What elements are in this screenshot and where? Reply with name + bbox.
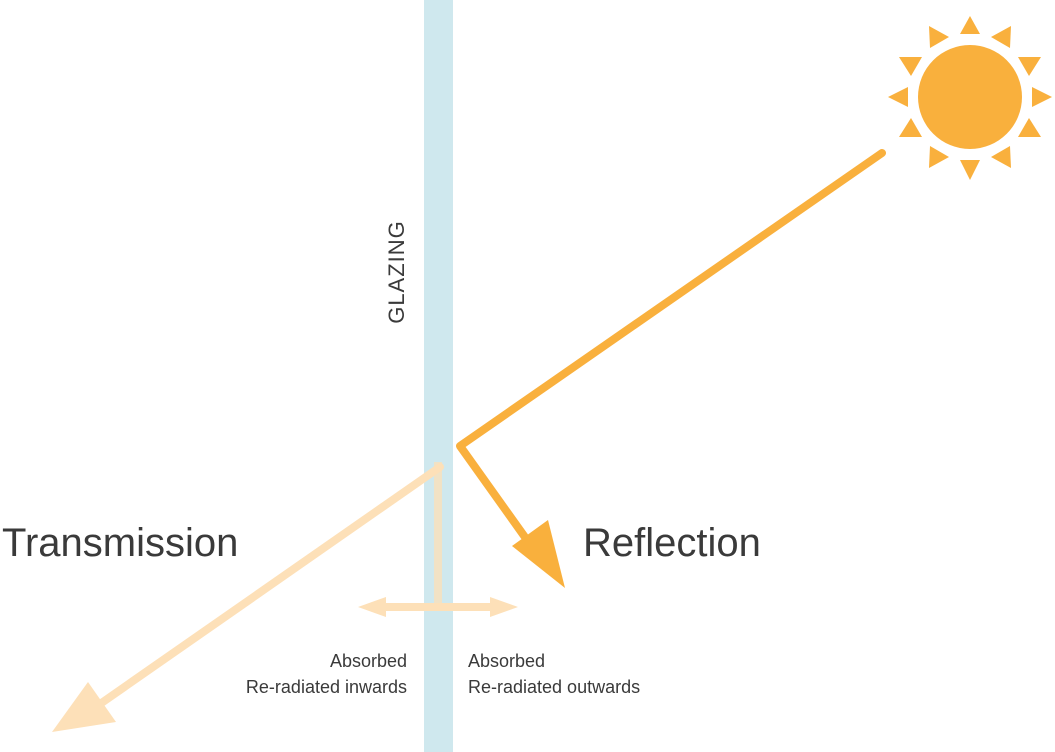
re-radiated-outwards-arrowhead (490, 597, 518, 617)
transmission-label: Transmission (2, 521, 239, 565)
absorbed-inwards-line1: Absorbed (329, 651, 407, 671)
re-radiated-inwards-arrowhead (358, 597, 386, 617)
reflected-ray-arrowhead (512, 520, 565, 588)
absorbed-outwards-line1: Absorbed (468, 651, 546, 671)
sun-icon (888, 16, 1052, 180)
absorbed-outwards-line2: Re-radiated outwards (468, 677, 641, 697)
transmitted-ray-arrowhead (52, 682, 116, 732)
absorbed-outwards-label: Absorbed Re-radiated outwards (468, 648, 640, 700)
transmitted-ray (96, 463, 444, 708)
glazing-pane (424, 0, 453, 752)
absorbed-inwards-line2: Re-radiated inwards (245, 677, 407, 697)
reflected-ray (456, 443, 531, 543)
glazing-label: GLAZING (384, 220, 409, 324)
absorbed-inwards-label: Absorbed Re-radiated inwards (246, 648, 407, 700)
reflection-label: Reflection (583, 521, 761, 565)
incident-ray (456, 149, 886, 450)
